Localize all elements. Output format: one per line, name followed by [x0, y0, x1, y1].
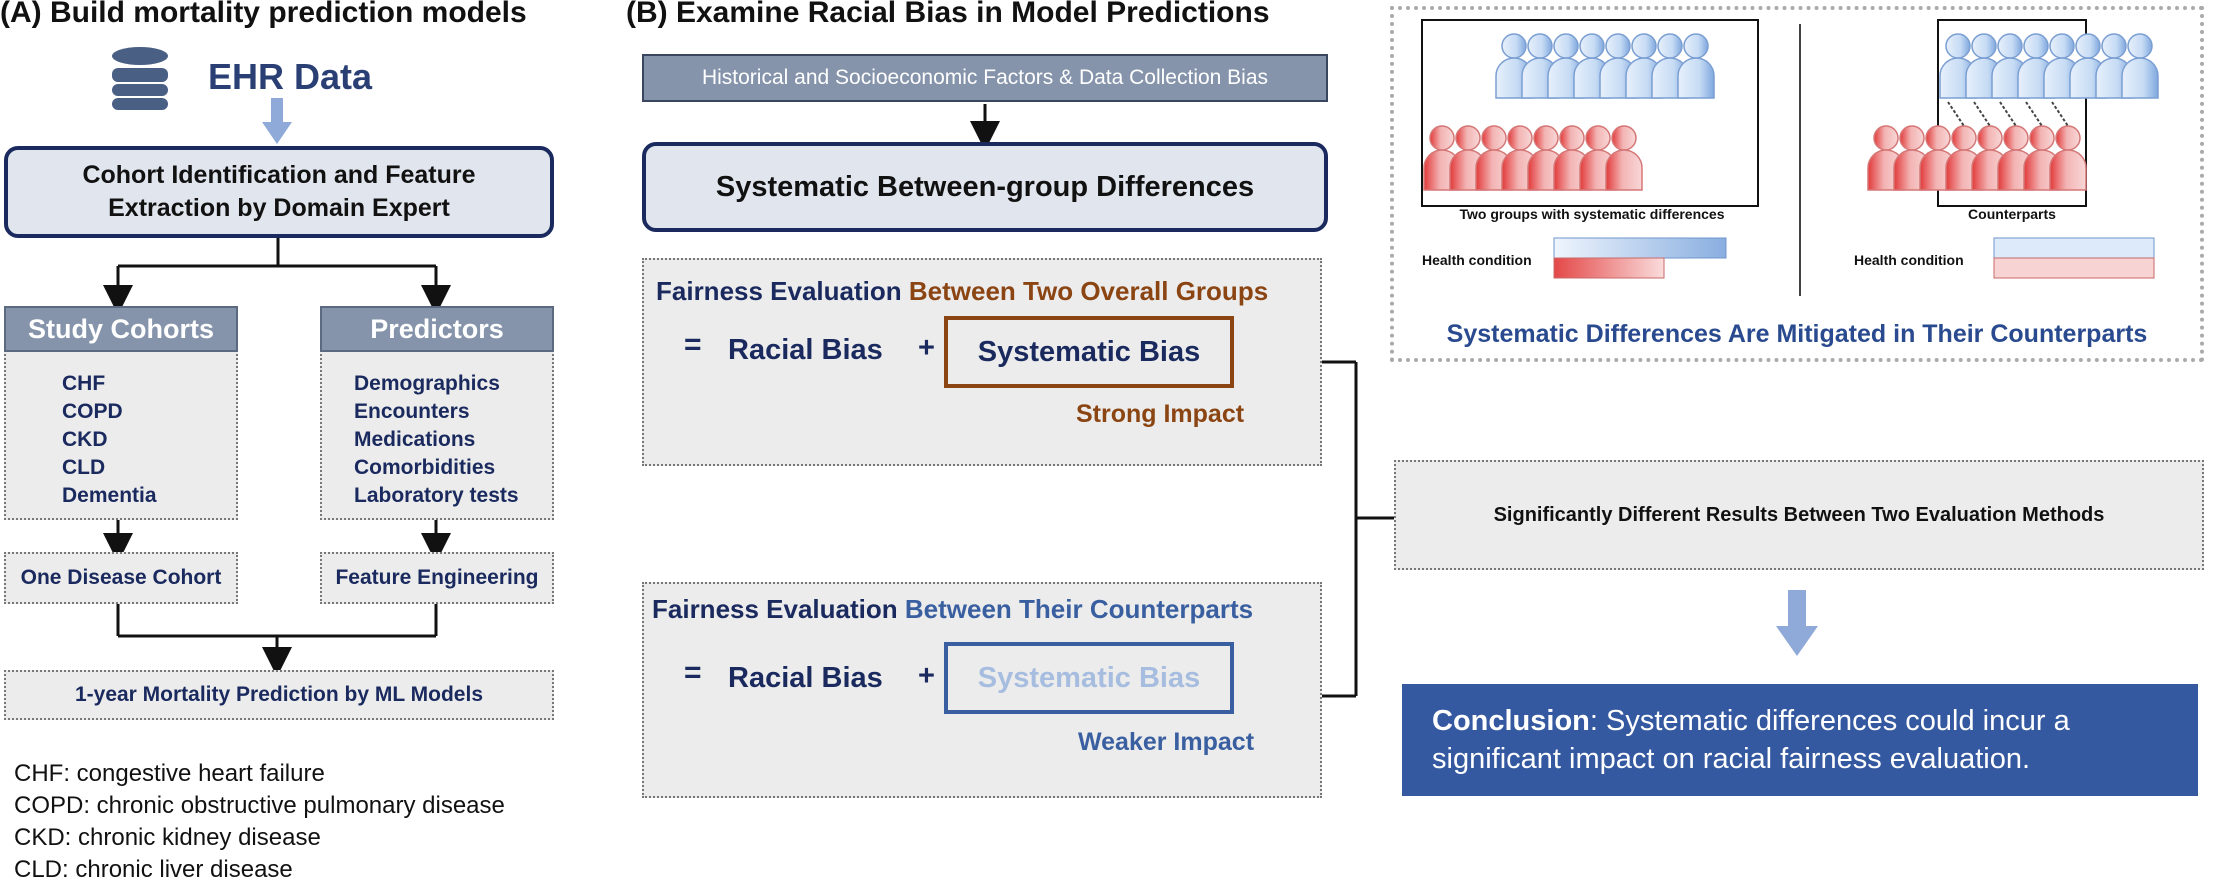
list-item: Demographics: [354, 372, 500, 395]
racial-bias-label: Racial Bias: [728, 662, 883, 694]
plus-sign: +: [918, 332, 935, 364]
health-condition-label-left: Health condition: [1422, 252, 1532, 268]
right-illustration-caption: Counterparts: [1968, 206, 2056, 222]
predictors-header: Predictors: [320, 306, 554, 352]
eval-counterparts-prefix: Fairness Evaluation: [652, 594, 898, 624]
left-illustration-caption: Two groups with systematic differences: [1459, 206, 1725, 222]
eval-overall-prefix: Fairness Evaluation: [656, 276, 902, 306]
panel-b-title: (B) Examine Racial Bias in Model Predict…: [626, 0, 1270, 29]
list-item: Encounters: [354, 400, 470, 423]
systematic-differences-box: Systematic Between-group Differences: [642, 142, 1328, 232]
database-icon: [112, 47, 168, 110]
study-cohorts-list: CHF COPD CKD CLD Dementia: [62, 370, 157, 510]
factors-box: Historical and Socioeconomic Factors & D…: [642, 54, 1328, 102]
abbreviation-legend: CHF: congestive heart failure COPD: chro…: [14, 758, 505, 886]
conclusion-text: : Systematic differences could incur a s…: [1432, 705, 2070, 775]
eval-counterparts-title: Fairness Evaluation Between Their Counte…: [652, 594, 1253, 625]
plus-sign: +: [918, 660, 935, 692]
legend-line: CHF: congestive heart failure: [14, 760, 325, 787]
cohort-box-line-1: Cohort Identification and Feature: [82, 161, 476, 189]
eval-overall-box: [642, 258, 1322, 466]
eq-sign: =: [684, 328, 702, 361]
list-item: Laboratory tests: [354, 484, 519, 507]
counterparts-illustration-box: [1390, 6, 2204, 362]
predictors-list: Demographics Encounters Medications Como…: [354, 370, 519, 510]
panel-a-title: (A) Build mortality prediction models: [0, 0, 527, 29]
people-illustration: [1421, 19, 2159, 279]
list-item: CHF: [62, 372, 106, 395]
list-item: Medications: [354, 428, 476, 451]
systematic-bias-strong: Systematic Bias: [944, 316, 1234, 388]
weaker-impact-label: Weaker Impact: [1078, 728, 1255, 756]
study-cohorts-header: Study Cohorts: [4, 306, 238, 352]
list-item: Dementia: [62, 484, 157, 507]
ehr-data-label: EHR Data: [208, 56, 373, 97]
racial-bias-label: Racial Bias: [728, 334, 883, 366]
list-item: CKD: [62, 428, 108, 451]
feature-engineering-box: Feature Engineering: [320, 552, 554, 604]
mitigated-footer: Systematic Differences Are Mitigated in …: [1446, 320, 2148, 348]
cohort-box-line-2: Extraction by Domain Expert: [108, 194, 450, 222]
list-item: COPD: [62, 400, 123, 423]
one-disease-cohort-box: One Disease Cohort: [4, 552, 238, 604]
cohort-identification-box: Cohort Identification and Feature Extrac…: [4, 146, 554, 238]
list-item: Comorbidities: [354, 456, 496, 479]
eval-counterparts-box: [642, 582, 1322, 798]
eval-overall-title: Fairness Evaluation Between Two Overall …: [656, 276, 1268, 307]
conclusion-bold: Conclusion: [1432, 705, 1590, 737]
list-item: CLD: [62, 456, 106, 479]
mortality-prediction-box: 1-year Mortality Prediction by ML Models: [4, 670, 554, 720]
health-condition-label-right: Health condition: [1854, 252, 1964, 268]
strong-impact-label: Strong Impact: [1076, 400, 1245, 428]
legend-line: CLD: chronic liver disease: [14, 856, 293, 883]
systematic-bias-weak: Systematic Bias: [944, 642, 1234, 714]
eval-overall-suffix: Between Two Overall Groups: [908, 276, 1269, 306]
significant-results-box: Significantly Different Results Between …: [1394, 460, 2204, 570]
eq-sign: =: [684, 656, 702, 689]
legend-line: CKD: chronic kidney disease: [14, 824, 321, 851]
eval-counterparts-suffix: Between Their Counterparts: [904, 594, 1254, 624]
legend-line: COPD: chronic obstructive pulmonary dise…: [14, 792, 505, 819]
conclusion-box: Conclusion: Systematic differences could…: [1402, 684, 2198, 796]
